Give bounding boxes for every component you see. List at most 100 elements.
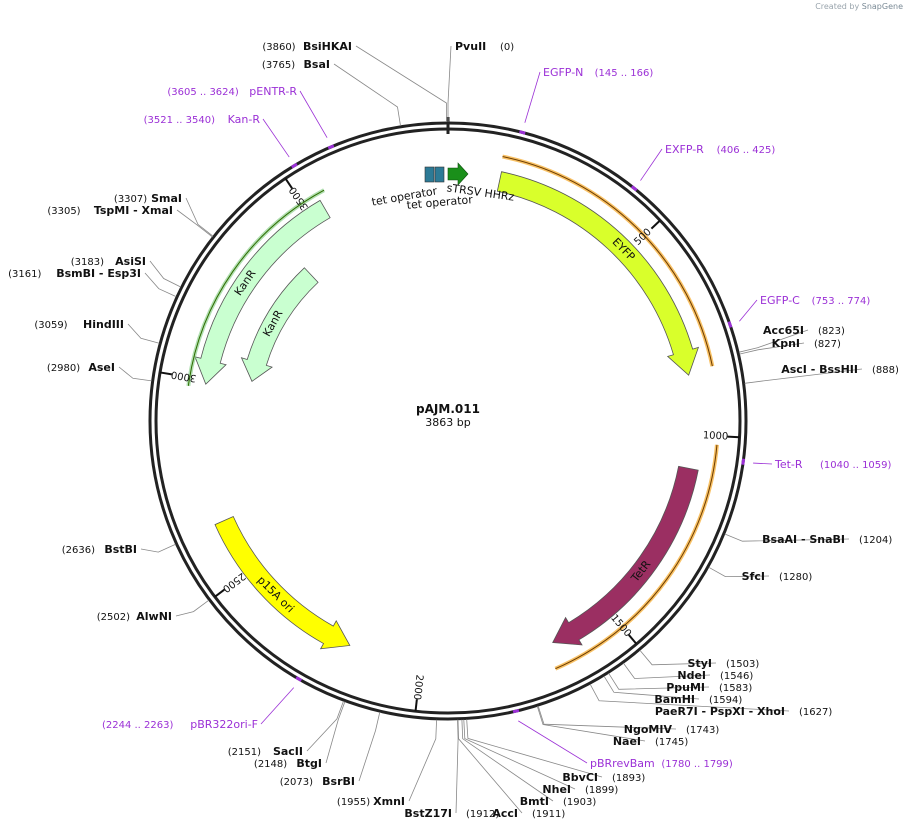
primer-leader-line	[753, 462, 773, 465]
site-name: BsmBI - Esp3I	[56, 267, 141, 280]
site-leader-line	[118, 366, 152, 382]
site-position: (1583)	[719, 683, 752, 694]
primer-name: EXFP-R	[665, 143, 704, 156]
site-leader-line	[608, 672, 710, 690]
primer-range: (1040 .. 1059)	[820, 460, 892, 471]
primer-marker	[512, 708, 520, 714]
primer-range: (406 .. 425)	[717, 145, 776, 156]
primer-name: pBR322ori-F	[190, 718, 258, 731]
site-position: (3307)	[114, 194, 147, 205]
site-leader-line	[455, 719, 459, 814]
tick-mark	[650, 219, 661, 230]
tick-mark	[414, 699, 418, 712]
site-name: PaeR7I - PspXI - XhoI	[655, 705, 785, 718]
site-name: BamHI	[654, 693, 695, 706]
site-leader-line	[149, 260, 181, 288]
site-position: (823)	[818, 326, 845, 337]
site-name: KpnI	[772, 337, 800, 350]
site-position: (1893)	[612, 773, 645, 784]
site-position: (888)	[872, 365, 899, 376]
tick-label: 2000	[411, 674, 425, 701]
site-name: NaeI	[613, 735, 641, 748]
site-position: (1594)	[709, 695, 742, 706]
primer-marker	[295, 676, 303, 682]
primer-name: pBRrevBam	[590, 757, 655, 770]
site-position: (1280)	[779, 572, 812, 583]
primer-range: (3521 .. 3540)	[144, 115, 216, 126]
feature-arrow-eyfp	[496, 171, 700, 376]
site-leader-line	[175, 599, 209, 617]
site-leader-line	[176, 209, 213, 238]
site-leader-line	[603, 675, 700, 700]
small-feature-label: tet operator	[406, 193, 474, 212]
backbone-ring	[148, 117, 748, 721]
primer-leader-line	[524, 71, 541, 123]
site-position: (2073)	[280, 777, 313, 788]
primer-marker	[519, 130, 526, 135]
site-leader-line	[461, 719, 554, 802]
site-name: AscI - BssHII	[781, 363, 858, 376]
site-position: (1627)	[799, 707, 832, 718]
site-leader-line	[185, 197, 214, 237]
site-name: Acc65I	[763, 324, 804, 337]
site-name: SmaI	[151, 192, 182, 205]
site-position: (2151)	[228, 747, 261, 758]
site-name: XmnI	[373, 795, 405, 808]
site-name: BsaI	[304, 58, 330, 71]
site-name: BstZ17I	[404, 807, 452, 820]
site-leader-line	[738, 329, 809, 353]
tick-mark	[628, 634, 638, 645]
primer-range: (1780 .. 1799)	[661, 759, 733, 770]
feature-arrow-tetr	[552, 465, 699, 646]
site-leader-line	[355, 45, 447, 123]
site-leader-line	[623, 662, 711, 679]
tick-label: 3000	[170, 368, 197, 383]
site-position: (2148)	[254, 759, 287, 770]
primer-leader-line	[739, 299, 758, 322]
site-leader-line	[466, 719, 603, 778]
plasmid-title: pAJM.011	[416, 402, 480, 416]
site-position: (1955)	[337, 797, 370, 808]
site-position: (2502)	[97, 612, 130, 623]
tick-mark	[159, 371, 173, 376]
site-position: (3860)	[262, 42, 295, 53]
site-leader-line	[724, 533, 850, 542]
primer-range: (3605 .. 3624)	[167, 87, 239, 98]
primer-leader-line	[260, 687, 295, 725]
primer-name: EGFP-N	[543, 66, 583, 79]
credit-prefix: Created by	[815, 2, 860, 11]
site-leader-line	[144, 272, 177, 297]
site-position: (1911)	[532, 809, 565, 820]
site-name: BtgI	[296, 757, 322, 770]
site-name: BsaAI - SnaBI	[762, 533, 845, 546]
primer-marker	[741, 458, 746, 465]
primer-marker	[291, 162, 298, 169]
site-leader-line	[333, 63, 401, 126]
site-leader-line	[708, 566, 770, 578]
site-leader-line	[447, 45, 452, 122]
tick-mark	[214, 588, 226, 598]
tick-label: 1000	[703, 430, 729, 442]
primer-name: EGFP-C	[760, 294, 800, 307]
primer-name: Tet-R	[774, 458, 803, 471]
site-position: (2636)	[62, 545, 95, 556]
credit-brand: SnapGene	[861, 2, 903, 11]
feature-arrow-kanr	[240, 267, 319, 382]
site-position: (1503)	[726, 659, 759, 670]
primer-binding-line	[502, 156, 713, 367]
primer-leader-line	[299, 90, 328, 138]
plasmid-length: 3863 bp	[425, 416, 470, 429]
site-name: BsiHKAI	[303, 40, 352, 53]
site-leader-line	[537, 705, 677, 730]
site-name: StyI	[688, 657, 712, 670]
site-name: NheI	[542, 783, 571, 796]
site-position: (3183)	[71, 257, 104, 268]
site-name: AlwNI	[136, 610, 172, 623]
feature-arrow-p15a-ori	[214, 515, 351, 650]
site-leader-line	[457, 719, 523, 814]
site-position: (1903)	[563, 797, 596, 808]
tick-label: 2500	[220, 570, 247, 594]
primer-range: (2244 .. 2263)	[102, 720, 174, 731]
site-position: (827)	[814, 339, 841, 350]
